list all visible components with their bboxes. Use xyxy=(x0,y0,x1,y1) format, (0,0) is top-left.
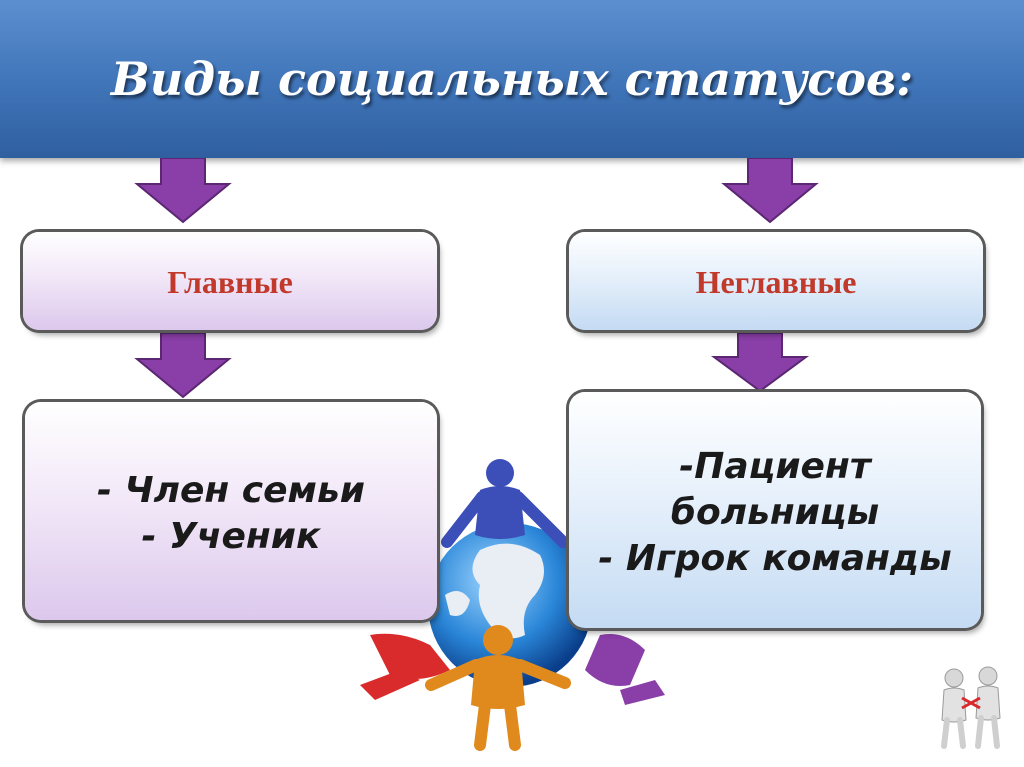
main-status-examples-box: - Член семьи - Ученик xyxy=(25,402,437,620)
arrow-down-icon xyxy=(134,333,232,399)
arrow-down-icon xyxy=(134,158,232,224)
main-status-box: Главные xyxy=(23,232,437,330)
main-status-label: Главные xyxy=(167,264,293,300)
secondary-status-label: Неглавные xyxy=(695,264,857,300)
main-status-item: - Ученик xyxy=(141,516,321,557)
people-around-globe-illustration xyxy=(360,459,665,751)
title-bar: Виды социальных статусов: xyxy=(0,0,1024,158)
two-figures-icon xyxy=(941,666,1001,749)
secondary-status-box: Неглавные xyxy=(569,232,983,330)
main-status-item: - Член семьи xyxy=(97,470,365,511)
arrow-down-icon xyxy=(710,333,810,393)
arrow-down-icon xyxy=(721,158,819,224)
page-title: Виды социальных статусов: xyxy=(110,52,914,106)
secondary-status-examples-box: -Пациент больницы - Игрок команды xyxy=(569,392,981,628)
secondary-status-item: -Пациент xyxy=(679,446,871,487)
secondary-status-item: больницы xyxy=(670,492,880,533)
secondary-status-item: - Игрок команды xyxy=(598,538,952,579)
